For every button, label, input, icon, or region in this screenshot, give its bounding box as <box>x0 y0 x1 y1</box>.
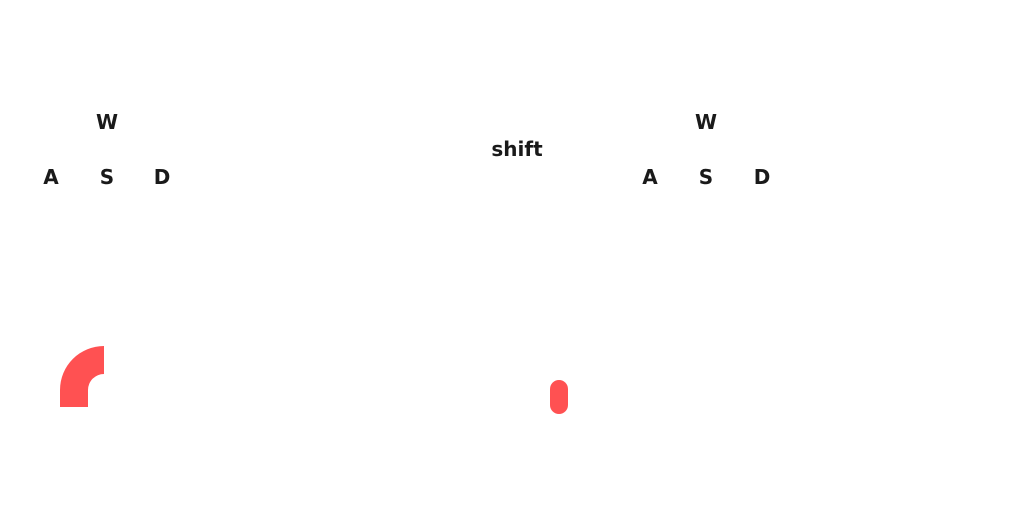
key-w-label: W <box>95 110 119 134</box>
key-s-label: S <box>698 165 714 189</box>
pill-player-sprite <box>550 380 568 414</box>
key-d-label: D <box>753 165 771 189</box>
curved-player-sprite <box>60 346 104 407</box>
pill-player-shape <box>550 380 568 414</box>
key-d-label: D <box>153 165 171 189</box>
key-shift-label: shift <box>491 137 543 161</box>
curved-player-shape <box>60 346 104 407</box>
key-a-label: A <box>642 165 658 189</box>
key-s-label: S <box>99 165 115 189</box>
key-a-label: A <box>43 165 59 189</box>
key-w-label: W <box>694 110 718 134</box>
